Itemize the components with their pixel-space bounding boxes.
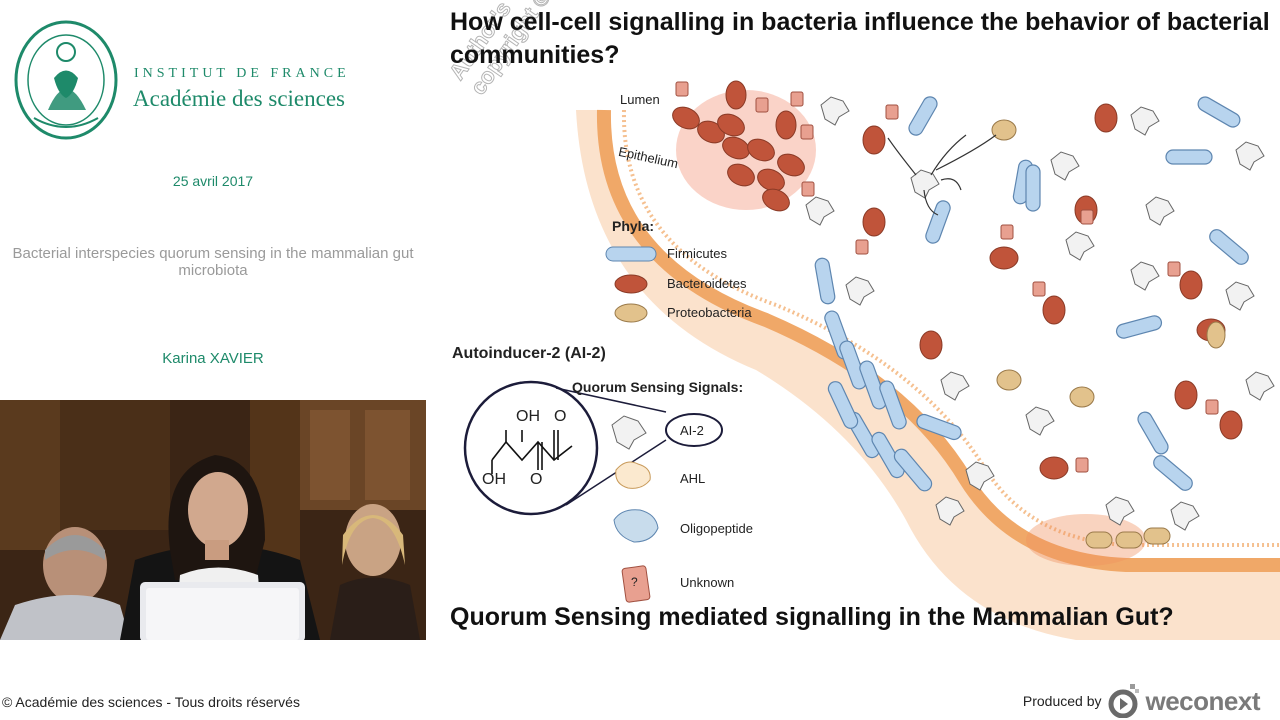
footer-producer[interactable]: Produced by weconext (1023, 683, 1260, 719)
academie-logo: INSTITUT DE FRANCE Académie des sciences (14, 18, 410, 142)
slide-title: How cell-cell signalling in bacteria inf… (450, 8, 1270, 69)
produced-by-label: Produced by (1022, 693, 1102, 709)
qs-signals-title: Quorum Sensing Signals: (572, 379, 744, 395)
phyla-title: Phyla: (612, 218, 655, 234)
left-panel: INSTITUT DE FRANCE Académie des sciences… (0, 0, 426, 640)
unknown-signal-icons (675, 81, 1219, 473)
speaker-video[interactable] (0, 400, 426, 640)
signal-ai2-label: AI-2 (680, 423, 704, 438)
signal-oligopeptide-label: Oligopeptide (680, 521, 753, 536)
footer-copyright: © Académie des sciences - Tous droits ré… (2, 694, 300, 710)
phyla-firmicutes: Firmicutes (667, 246, 727, 261)
molecule-o-bottom: O (530, 471, 543, 488)
molecule-oh-top: OH (516, 408, 540, 425)
lumen-label: Lumen (620, 92, 660, 107)
presentation-slide: Author's copyright © How cell-cell signa… (426, 0, 1280, 640)
weconext-logo-icon (1108, 684, 1139, 718)
academie-seal-icon (14, 20, 118, 140)
molecule-o-top: O (554, 408, 567, 425)
talk-title: Bacterial interspecies quorum sensing in… (12, 245, 414, 279)
unknown-question-mark: ? (631, 575, 638, 589)
gut-diagram (463, 80, 1280, 640)
signal-ahl-label: AHL (680, 471, 706, 486)
talk-date: 25 avril 2017 (172, 173, 254, 189)
institute-line2: Académie des sciences (133, 86, 346, 111)
slide-bottom-title: Quorum Sensing mediated signalling in th… (450, 603, 1174, 631)
bacteroidetes-cluster-icon (672, 80, 1243, 480)
ai2-title: Autoinducer-2 (AI-2) (452, 345, 606, 362)
signal-arrows-icon (887, 134, 997, 216)
ai2-signal-icons (805, 96, 1275, 531)
institute-line1: INSTITUT DE FRANCE (134, 66, 350, 81)
video-frame (0, 400, 426, 640)
weconext-brand: weconext (1145, 685, 1261, 716)
phyla-proteobacteria: Proteobacteria (667, 305, 752, 320)
signal-unknown-label: Unknown (680, 575, 735, 590)
speaker-name: Karina XAVIER (162, 350, 264, 367)
phyla-bacteroidetes: Bacteroidetes (667, 276, 747, 291)
proteobacteria-icon (991, 119, 1226, 549)
firmicutes-rods-icon (814, 96, 1249, 492)
molecule-oh-bottom: OH (482, 471, 506, 488)
